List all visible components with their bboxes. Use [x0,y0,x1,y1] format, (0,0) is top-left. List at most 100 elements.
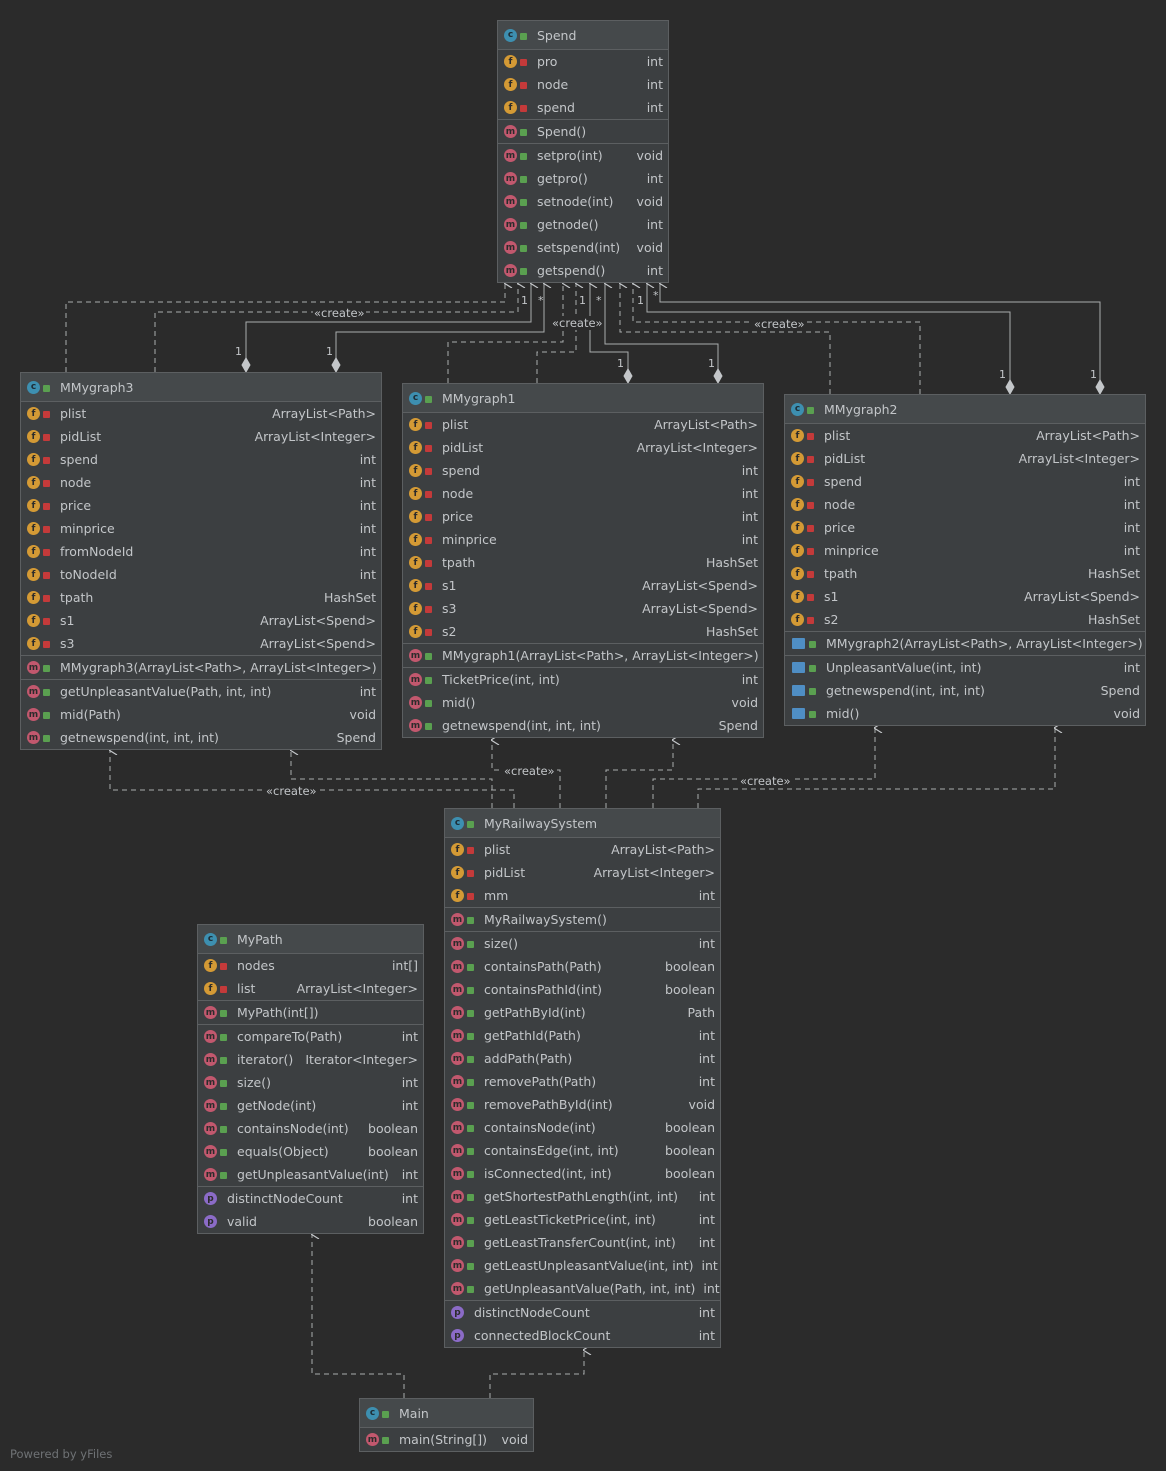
constructor-row[interactable]: MMygraph2(ArrayList<Path>, ArrayList<Int… [785,632,1145,655]
method-row[interactable]: mid()void [785,702,1145,725]
method-row[interactable]: getnewspend(int, int, int)Spend [785,679,1145,702]
method-row[interactable]: UnpleasantValue(int, int)int [785,656,1145,679]
